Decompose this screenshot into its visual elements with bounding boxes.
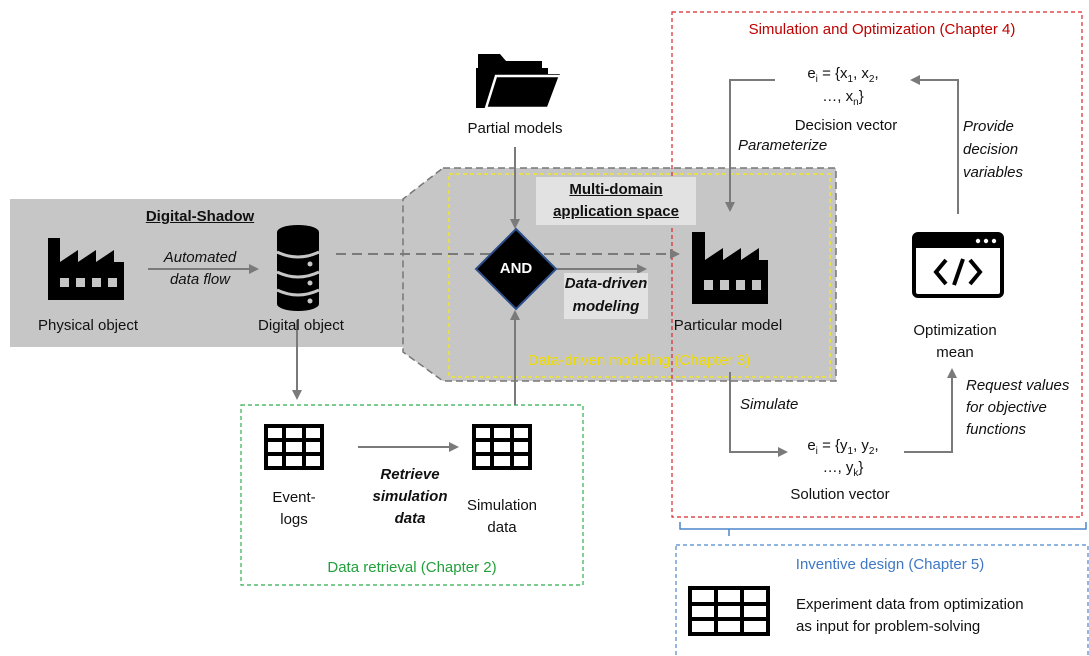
parameterize-label: Parameterize — [738, 137, 828, 154]
solution-vector-formula: ei = {y1, y2, — [807, 437, 879, 457]
arrow-solution-to-optimization — [904, 368, 957, 453]
data-driven-label-box — [564, 273, 648, 319]
data-driven-line2: modeling — [572, 298, 640, 315]
decision-vector-formula-line2: …, xn} — [822, 88, 864, 108]
multi-domain-line2: application space — [553, 203, 679, 220]
table-grid-icon — [688, 586, 770, 636]
data-driven-line1: Data-driven — [564, 275, 648, 292]
table-grid-icon — [264, 424, 324, 470]
retrieve-line1: Retrieve — [380, 466, 440, 483]
factory-icon — [48, 238, 124, 300]
automated-flow-label-line2: data flow — [169, 271, 231, 288]
digital-shadow-title: Digital-Shadow — [145, 208, 255, 225]
optimization-line2: mean — [936, 344, 974, 361]
and-diamond-icon — [474, 227, 558, 311]
chapter5-label: Inventive design (Chapter 5) — [795, 556, 985, 573]
digital-object-label: Digital object — [258, 317, 344, 334]
chapter3-label: Data-driven modeling (Chapter 3) — [527, 352, 751, 369]
folder-icon — [476, 54, 562, 110]
chapter5-bracket — [679, 522, 1087, 536]
retrieve-line2: simulation — [372, 488, 448, 505]
arrow-decision-to-particular — [725, 79, 775, 212]
simulate-label: Simulate — [740, 396, 799, 413]
and-gate-label: AND — [499, 260, 533, 277]
arrow-optimization-to-decision — [910, 75, 959, 214]
provide-line2: decision — [963, 141, 1019, 158]
chapter3-frame — [448, 173, 831, 378]
simulation-data-line1: Simulation — [466, 497, 538, 514]
chapter2-frame — [240, 404, 584, 586]
retrieve-line3: data — [394, 510, 426, 527]
provide-line3: variables — [963, 164, 1024, 181]
simulation-data-line2: data — [487, 519, 517, 536]
event-logs-line1: Event- — [272, 489, 316, 506]
chapter4-frame — [671, 11, 1083, 518]
multi-domain-label-box — [536, 177, 696, 225]
solution-vector-label: Solution vector — [790, 486, 890, 503]
inventive-line2: as input for problem-solving — [796, 618, 981, 635]
multi-domain-line1: Multi-domain — [569, 181, 663, 198]
event-logs-line2: logs — [280, 511, 308, 528]
request-line1: Request values — [966, 377, 1070, 394]
solution-vector-formula-line2: …, yk} — [822, 459, 864, 479]
inventive-line1: Experiment data from optimization — [796, 596, 1024, 613]
provide-line1: Provide — [963, 118, 1014, 135]
chapter2-label: Data retrieval (Chapter 2) — [327, 559, 497, 576]
physical-object-label: Physical object — [37, 317, 139, 334]
chapter5-frame — [675, 544, 1089, 656]
automated-flow-label-line1: Automated — [163, 249, 237, 266]
chapter4-label: Simulation and Optimization (Chapter 4) — [748, 21, 1016, 38]
particular-model-label: Particular model — [673, 317, 783, 334]
table-grid-icon — [472, 424, 532, 470]
database-icon — [276, 225, 320, 311]
arrow-particular-to-solution — [729, 372, 788, 457]
factory-icon — [692, 232, 768, 304]
request-line3: functions — [966, 421, 1027, 438]
request-line2: for objective — [966, 399, 1047, 416]
decision-vector-label: Decision vector — [794, 117, 898, 134]
optimization-line1: Optimization — [913, 322, 997, 339]
decision-vector-formula: ei = {x1, x2, — [807, 65, 879, 85]
partial-models-label: Partial models — [467, 120, 563, 137]
code-window-icon — [912, 232, 1004, 298]
